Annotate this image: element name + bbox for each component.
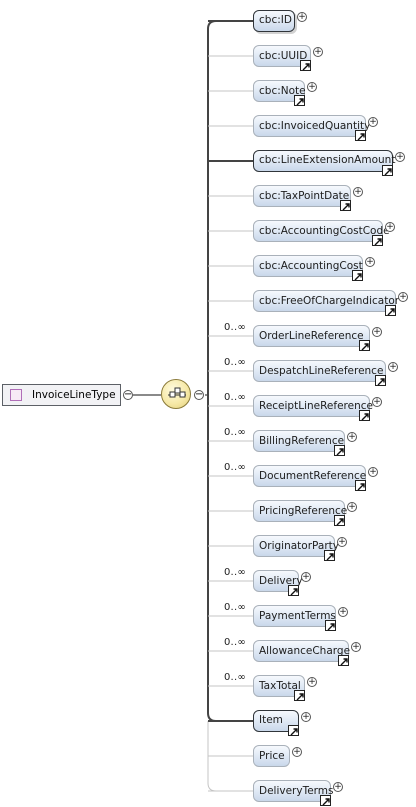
expand-plus-icon[interactable]: + <box>301 572 311 582</box>
expand-plus-icon[interactable]: + <box>372 397 382 407</box>
reference-arrow-icon <box>294 95 305 106</box>
expand-plus-icon[interactable]: + <box>307 82 317 92</box>
occurrence-label: 0..∞ <box>224 567 246 578</box>
element-box[interactable]: cbc:InvoicedQuantity <box>253 115 370 137</box>
element-box[interactable]: PaymentTerms <box>253 605 336 627</box>
element-box[interactable]: cbc:Note <box>253 80 306 102</box>
expand-plus-icon[interactable]: + <box>353 187 363 197</box>
expand-plus-icon[interactable]: + <box>301 712 311 722</box>
expand-plus-icon[interactable]: + <box>313 47 323 57</box>
occurrence-label: 0..∞ <box>224 672 246 683</box>
complex-type-icon <box>10 389 22 401</box>
element-box[interactable]: cbc:TaxPointDate <box>253 185 351 207</box>
root-type-label: InvoiceLineType <box>32 389 116 401</box>
element-box[interactable]: ReceiptLineReference <box>253 395 373 417</box>
expand-plus-icon[interactable]: + <box>292 747 302 757</box>
expand-plus-icon[interactable]: + <box>307 677 317 687</box>
reference-arrow-icon <box>334 445 345 456</box>
reference-arrow-icon <box>375 375 386 386</box>
element-box[interactable]: Item <box>253 710 299 732</box>
occurrence-label: 0..∞ <box>224 392 246 403</box>
expand-plus-icon[interactable]: + <box>368 117 378 127</box>
element-box[interactable]: Price <box>253 745 290 767</box>
reference-arrow-icon <box>382 165 393 176</box>
expand-plus-icon[interactable]: + <box>338 607 348 617</box>
reference-arrow-icon <box>288 725 299 736</box>
expand-plus-icon[interactable]: + <box>388 362 398 372</box>
element-box[interactable]: OriginatorParty <box>253 535 339 557</box>
element-box[interactable]: TaxTotal <box>253 675 305 697</box>
element-box[interactable]: OrderLineReference <box>253 325 370 347</box>
element-box[interactable]: cbc:AccountingCostCode <box>253 220 390 242</box>
element-box[interactable]: AllowanceCharge <box>253 640 350 662</box>
element-box[interactable]: cbc:FreeOfChargeIndicator <box>253 290 399 312</box>
expand-plus-icon[interactable]: + <box>372 327 382 337</box>
expand-plus-icon[interactable]: + <box>385 222 395 232</box>
reference-arrow-icon <box>372 235 383 246</box>
element-box[interactable]: cbc:LineExtensionAmount <box>253 150 395 172</box>
reference-arrow-icon <box>385 305 396 316</box>
reference-arrow-icon <box>352 270 363 281</box>
sequence-compositor-icon[interactable] <box>161 379 191 409</box>
expand-plus-icon[interactable]: + <box>365 257 375 267</box>
expand-plus-icon[interactable]: + <box>347 502 357 512</box>
occurrence-label: 0..∞ <box>224 322 246 333</box>
element-box[interactable]: cbc:AccountingCost <box>253 255 363 277</box>
expand-plus-icon[interactable]: + <box>297 12 307 22</box>
expand-plus-icon[interactable]: + <box>347 432 357 442</box>
occurrence-label: 0..∞ <box>224 357 246 368</box>
reference-arrow-icon <box>288 585 299 596</box>
reference-arrow-icon <box>355 480 366 491</box>
element-box[interactable]: Delivery <box>253 570 303 592</box>
reference-arrow-icon <box>340 200 351 211</box>
element-box[interactable]: cbc:UUID <box>253 45 311 67</box>
reference-arrow-icon <box>338 655 349 666</box>
root-collapse-icon[interactable]: − <box>123 389 133 400</box>
expand-plus-icon[interactable]: + <box>398 292 408 302</box>
occurrence-label: 0..∞ <box>224 462 246 473</box>
expand-plus-icon[interactable]: + <box>351 642 361 652</box>
occurrence-label: 0..∞ <box>224 427 246 438</box>
element-box[interactable]: PricingReference <box>253 500 347 522</box>
reference-arrow-icon <box>294 690 305 701</box>
reference-arrow-icon <box>359 340 370 351</box>
expand-plus-icon[interactable]: + <box>333 782 343 792</box>
reference-arrow-icon <box>359 410 370 421</box>
element-box[interactable]: DespatchLineReference <box>253 360 386 382</box>
occurrence-label: 0..∞ <box>224 602 246 613</box>
element-box[interactable]: cbc:ID <box>253 10 295 32</box>
sequence-collapse-icon[interactable]: − <box>194 389 204 400</box>
reference-arrow-icon <box>334 515 345 526</box>
reference-arrow-icon <box>325 620 336 631</box>
expand-plus-icon[interactable]: + <box>395 152 405 162</box>
expand-plus-icon[interactable]: + <box>368 467 378 477</box>
expand-plus-icon[interactable]: + <box>337 537 347 547</box>
occurrence-label: 0..∞ <box>224 637 246 648</box>
reference-arrow-icon <box>300 60 311 71</box>
reference-arrow-icon <box>355 130 366 141</box>
root-type-box[interactable]: InvoiceLineType <box>2 384 121 406</box>
element-box[interactable]: DocumentReference <box>253 465 366 487</box>
reference-arrow-icon <box>324 550 335 561</box>
element-box[interactable]: BillingReference <box>253 430 345 452</box>
